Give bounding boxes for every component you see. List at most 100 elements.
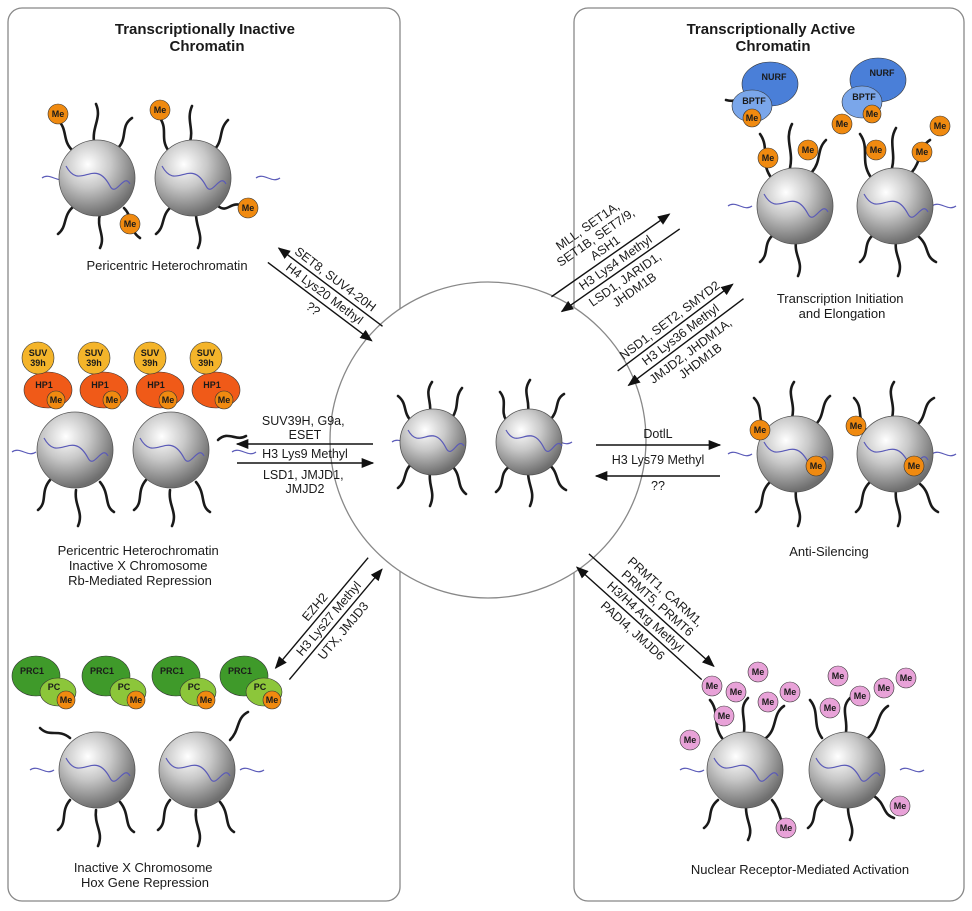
double-arrow-icon: [277, 247, 383, 327]
methyl-mark-icon: Me: [747, 661, 769, 683]
nucleosome-icon: [154, 139, 232, 217]
svg-text:Me: Me: [130, 695, 143, 705]
svg-text:Me: Me: [780, 823, 793, 833]
methyl-mark-icon: Me: [889, 795, 911, 817]
svg-text:PRC1: PRC1: [20, 666, 44, 676]
svg-text:Me: Me: [894, 801, 907, 811]
methyl-mark-icon: Me: [679, 729, 701, 751]
methyl-mark-icon: Me: [779, 681, 801, 703]
svg-text:Me: Me: [60, 695, 73, 705]
nucleosome-icon: [132, 411, 210, 489]
hp1-complex-1: HP1 Me SUV 39h: [21, 341, 73, 410]
svg-text:Me: Me: [52, 109, 65, 119]
methyl-mark-icon: Me: [797, 139, 819, 161]
dna-helix-icon: [29, 767, 265, 773]
svg-text:Me: Me: [900, 673, 913, 683]
h3k79-mark: H3 Lys79 Methyl: [612, 453, 705, 467]
methyl-mark-icon: Me: [895, 667, 917, 689]
svg-text:PC: PC: [48, 682, 61, 692]
caption-prc: Inactive X Chromosome Hox Gene Repressio…: [74, 860, 216, 890]
svg-text:Me: Me: [718, 711, 731, 721]
svg-text:Me: Me: [762, 153, 775, 163]
svg-text:Me: Me: [870, 145, 883, 155]
h4k20-erasers: ??: [303, 299, 323, 319]
svg-text:Me: Me: [730, 687, 743, 697]
nucleosome-icon: [808, 731, 886, 809]
nucleosome-icon: [856, 167, 934, 245]
svg-text:39h: 39h: [30, 358, 46, 368]
double-arrow-icon: [617, 283, 734, 372]
methyl-mark-icon: Me: [749, 419, 771, 441]
svg-text:PC: PC: [188, 682, 201, 692]
methyl-mark-icon: Me: [911, 141, 933, 163]
svg-text:HP1: HP1: [91, 380, 109, 390]
initiation-nucleosomes: NURF BPTF Me NURF BPTF Me Me Me Me: [724, 57, 957, 278]
methyl-mark-icon: Me: [827, 665, 849, 687]
svg-text:BPTF: BPTF: [852, 92, 876, 102]
methyl-mark-icon: Me: [47, 103, 69, 125]
caption-initiation: Transcription Initiation and Elongation: [777, 291, 907, 321]
double-arrow-icon: [551, 213, 671, 298]
svg-text:Me: Me: [754, 425, 767, 435]
svg-text:Me: Me: [908, 461, 921, 471]
nucleosome-icon: [706, 731, 784, 809]
svg-text:Me: Me: [836, 119, 849, 129]
nucleosome-icon: [756, 167, 834, 245]
methyl-mark-icon: Me: [903, 455, 925, 477]
double-arrow-icon: [588, 553, 715, 668]
svg-text:Me: Me: [242, 203, 255, 213]
methyl-mark-icon: Me: [149, 99, 171, 121]
caption-pericentric: Pericentric Heterochromatin: [86, 258, 247, 273]
antisilencing-nucleosomes: Me Me Me Me: [727, 380, 957, 528]
caption-hp1: Pericentric Heterochromatin Inactive X C…: [58, 543, 223, 588]
nucleosome-icon: [36, 411, 114, 489]
svg-text:Me: Me: [684, 735, 697, 745]
prc1-complex-1: PRC1 PC Me: [11, 655, 77, 710]
caption-nuclear: Nuclear Receptor-Mediated Activation: [691, 862, 909, 877]
nurf-complex-2: NURF BPTF Me: [841, 57, 907, 124]
svg-text:Me: Me: [752, 667, 765, 677]
svg-text:Me: Me: [810, 461, 823, 471]
nurf-complex-1: NURF BPTF Me: [731, 61, 799, 128]
h3k9-writers: SUV39H, G9a, ESET: [262, 414, 348, 442]
svg-text:SUV: SUV: [29, 348, 48, 358]
prc1-complex-4: PRC1 PC Me: [219, 655, 283, 710]
pericentric-nucleosomes: Me Me Me Me: [41, 99, 281, 250]
methyl-mark-icon: Me: [757, 147, 779, 169]
svg-text:BPTF: BPTF: [742, 96, 766, 106]
dna-helix-icon: [11, 449, 257, 455]
pathway-h3k9: SUV39H, G9a, ESET H3 Lys9 Methyl LSD1, J…: [235, 414, 375, 496]
svg-text:NURF: NURF: [762, 72, 787, 82]
svg-text:NURF: NURF: [870, 68, 895, 78]
methyl-mark-icon: Me: [725, 681, 747, 703]
methyl-mark-icon: Me: [831, 113, 853, 135]
svg-text:Me: Me: [854, 691, 867, 701]
hp1-complex-2: HP1 Me SUV 39h: [77, 341, 129, 410]
h3k79-erasers: ??: [651, 479, 665, 493]
methyl-mark-icon: Me: [119, 213, 141, 235]
nucleosome-icon: [58, 731, 136, 809]
svg-text:Me: Me: [762, 697, 775, 707]
dna-helix-icon: [727, 451, 957, 457]
nucleosome-icon: [158, 731, 236, 809]
methyl-mark-icon: Me: [873, 677, 895, 699]
svg-text:Me: Me: [824, 703, 837, 713]
methyl-mark-icon: Me: [775, 817, 797, 839]
nucleosome-icon: [399, 408, 467, 476]
svg-text:Me: Me: [162, 395, 175, 405]
pathway-h3k79: DotlL H3 Lys79 Methyl ??: [594, 427, 722, 493]
svg-text:HP1: HP1: [147, 380, 165, 390]
svg-text:PC: PC: [118, 682, 131, 692]
inactive-panel-title: Transcriptionally Inactive Chromatin: [115, 21, 299, 55]
pathway-arg: PRMT1, CARM1, PRMT5, PRMT6 H3/H4 Arg Met…: [575, 553, 715, 681]
hp1-complex-3: HP1 Me SUV 39h: [133, 341, 185, 410]
methyl-mark-icon: Me: [929, 115, 951, 137]
svg-text:Me: Me: [706, 681, 719, 691]
methyl-mark-icon: Me: [713, 705, 735, 727]
hp1-nucleosomes: HP1 Me SUV 39h HP1 Me SUV 39h HP1 Me SUV…: [11, 341, 257, 528]
central-circle: [329, 281, 647, 599]
nucleosome-icon: [856, 415, 934, 493]
double-arrow-icon: [274, 557, 369, 669]
svg-text:SUV: SUV: [197, 348, 216, 358]
svg-text:39h: 39h: [86, 358, 102, 368]
